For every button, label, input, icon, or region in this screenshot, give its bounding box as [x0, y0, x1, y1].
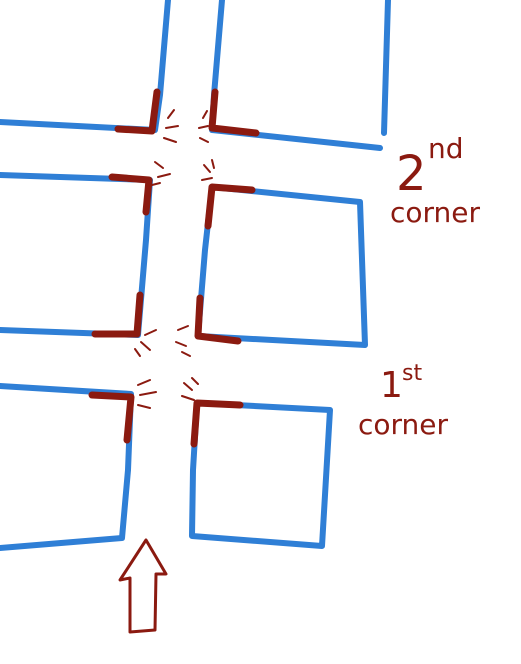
block-lower-right: [189, 400, 333, 549]
corner-marker-middle-right-bottom: [194, 294, 242, 345]
corner-marker-lower-left: [88, 391, 135, 444]
arrow-up-icon: [118, 538, 168, 634]
sparkle-icon: [151, 161, 171, 186]
corner-marker-middle-right-top: [204, 183, 256, 230]
label-first-corner-word: corner: [358, 408, 449, 441]
corner-marker-lower-right: [190, 399, 244, 448]
label-first-corner: 1 st corner: [358, 361, 449, 441]
corner-marker-middle-left-bottom: [91, 291, 144, 338]
label-second-corner-word: corner: [390, 196, 481, 229]
corner-marker-middle-left-top: [108, 173, 153, 216]
corner-marker-top-left: [114, 88, 161, 135]
label-second-corner: 2 nd corner: [390, 132, 481, 229]
corner-marker-top-right: [208, 88, 260, 137]
sparkle-icon: [181, 377, 199, 401]
sparkle-icon: [198, 110, 209, 143]
block-top-right: [209, 0, 391, 151]
sparkle-icon: [201, 159, 215, 181]
city-blocks: [0, 0, 391, 551]
sparkle-icon: [175, 325, 191, 357]
label-second-corner-number: 2: [396, 146, 427, 202]
block-middle-right: [195, 184, 368, 348]
corner-sparkles: [134, 109, 215, 409]
label-first-corner-number: 1: [380, 365, 403, 406]
label-second-corner-suffix: nd: [428, 132, 464, 165]
label-first-corner-suffix: st: [402, 361, 422, 386]
sparkle-icon: [137, 379, 157, 409]
block-lower-left: [0, 383, 134, 551]
block-top-left: [0, 0, 171, 133]
corner-markers: [88, 88, 260, 448]
sparkle-icon: [163, 109, 179, 143]
block-middle-left: [0, 172, 153, 338]
sparkle-icon: [134, 329, 157, 357]
